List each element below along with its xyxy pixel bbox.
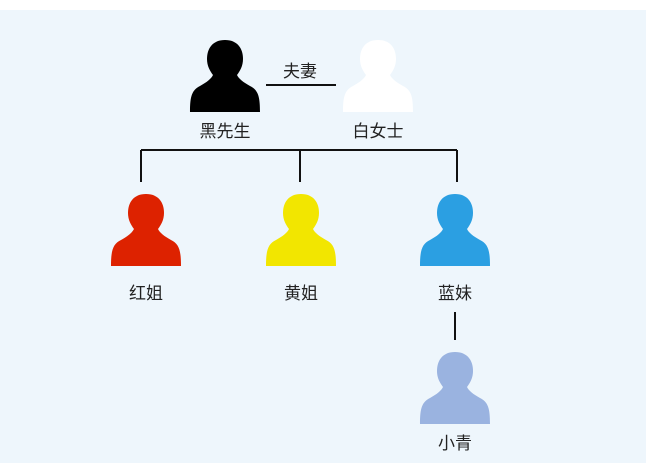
diagram-canvas: 黑先生 夫妻 白女士 红姐 黄姐 蓝妹 小青 [0, 10, 646, 463]
person-grandchild: 小青 [410, 346, 500, 454]
person-silhouette-icon [343, 40, 413, 112]
person-silhouette-icon [190, 40, 260, 112]
person-silhouette-icon [420, 194, 490, 266]
person-father: 黑先生 [180, 34, 270, 142]
person-name: 小青 [438, 434, 472, 454]
person-yellow-child: 黄姐 [256, 188, 346, 304]
person-name: 蓝妹 [438, 284, 472, 304]
person-red-child: 红姐 [101, 188, 191, 304]
spouse-label: 夫妻 [283, 62, 317, 82]
person-silhouette-icon [111, 194, 181, 266]
person-name: 白女士 [352, 122, 404, 142]
connector-lines [140, 84, 458, 340]
person-mother: 白女士 [333, 34, 423, 142]
person-name: 黑先生 [199, 122, 251, 142]
person-name: 红姐 [129, 284, 163, 304]
person-name: 黄姐 [284, 284, 318, 304]
person-silhouette-icon [420, 352, 490, 424]
person-silhouette-icon [266, 194, 336, 266]
person-blue-child: 蓝妹 [410, 188, 500, 304]
